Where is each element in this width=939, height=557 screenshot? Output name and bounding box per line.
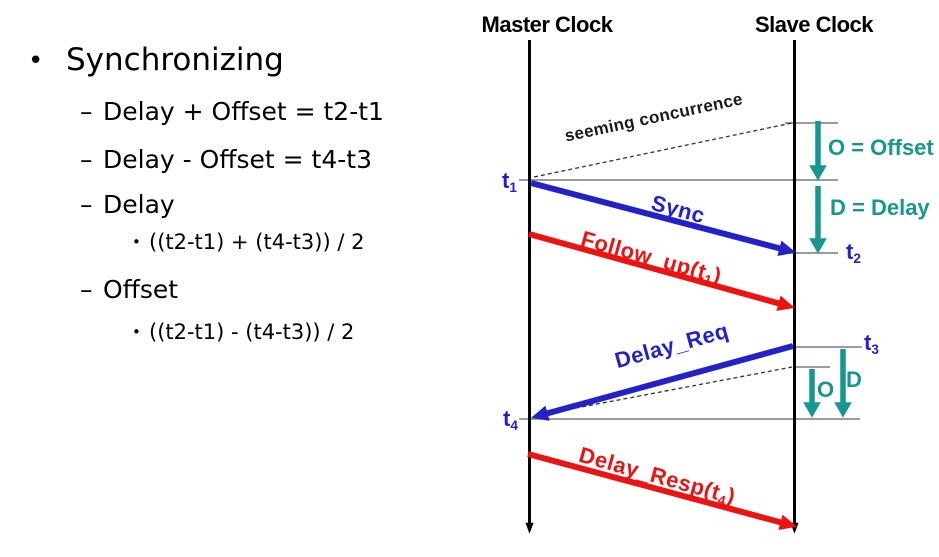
t3-label: t3 bbox=[864, 330, 879, 356]
outline-item-text: ((t2-t1) + (t4-t3)) / 2 bbox=[149, 230, 365, 254]
sub-bullet-icon: • bbox=[132, 323, 141, 341]
t3-base: t bbox=[864, 330, 872, 355]
follow-up-arrow bbox=[528, 231, 795, 311]
outline-item-offset-formula: • ((t2-t1) - (t4-t3)) / 2 bbox=[132, 320, 354, 344]
delay-short-annotation: D bbox=[846, 367, 862, 392]
t3-sub: 3 bbox=[871, 341, 879, 357]
outline-title-row: • Synchronizing bbox=[28, 42, 284, 78]
t4-sub: 4 bbox=[510, 417, 518, 433]
offset-annotation: O = Offset bbox=[828, 135, 934, 160]
dash-icon: – bbox=[80, 275, 93, 304]
dashed-line-seeming-concurrence bbox=[533, 122, 793, 178]
slave-clock-title: Slave Clock bbox=[754, 12, 874, 37]
t1-label: t1 bbox=[502, 168, 517, 194]
sync-arrow bbox=[530, 180, 796, 256]
t2-label: t2 bbox=[846, 239, 861, 265]
outline-item-delay-formula: • ((t2-t1) + (t4-t3)) / 2 bbox=[132, 230, 364, 254]
outline-item-text: Delay + Offset = t2-t1 bbox=[103, 97, 384, 126]
t4-label: t4 bbox=[503, 406, 518, 432]
dash-icon: – bbox=[80, 190, 93, 219]
outline-item-text: Offset bbox=[103, 275, 179, 304]
bullet-icon: • bbox=[28, 46, 44, 76]
sub-bullet-icon: • bbox=[132, 233, 141, 251]
t4-base: t bbox=[503, 406, 511, 431]
outline-item-delay: –Delay bbox=[80, 190, 175, 219]
outline-item-text: Delay - Offset = t4-t3 bbox=[103, 145, 372, 174]
outline-item-delay-plus-offset: –Delay + Offset = t2-t1 bbox=[80, 97, 384, 126]
outline-item-delay-minus-offset: –Delay - Offset = t4-t3 bbox=[80, 145, 372, 174]
outline-item-text: ((t2-t1) - (t4-t3)) / 2 bbox=[149, 320, 355, 344]
dash-icon: – bbox=[80, 97, 93, 126]
t1-sub: 1 bbox=[509, 179, 517, 195]
master-clock-title: Master Clock bbox=[481, 12, 613, 37]
delay-resp-arrow bbox=[527, 451, 797, 530]
outline-item-offset: –Offset bbox=[80, 275, 178, 304]
dash-icon: – bbox=[80, 145, 93, 174]
delay-req-arrow bbox=[531, 343, 794, 421]
outline-title: Synchronizing bbox=[66, 42, 284, 78]
t2-sub: 2 bbox=[853, 250, 861, 266]
offset-short-annotation: O bbox=[817, 377, 835, 402]
t1-base: t bbox=[502, 168, 510, 193]
t2-base: t bbox=[846, 239, 854, 264]
outline-item-text: Delay bbox=[103, 190, 175, 219]
delay-annotation: D = Delay bbox=[830, 195, 930, 220]
